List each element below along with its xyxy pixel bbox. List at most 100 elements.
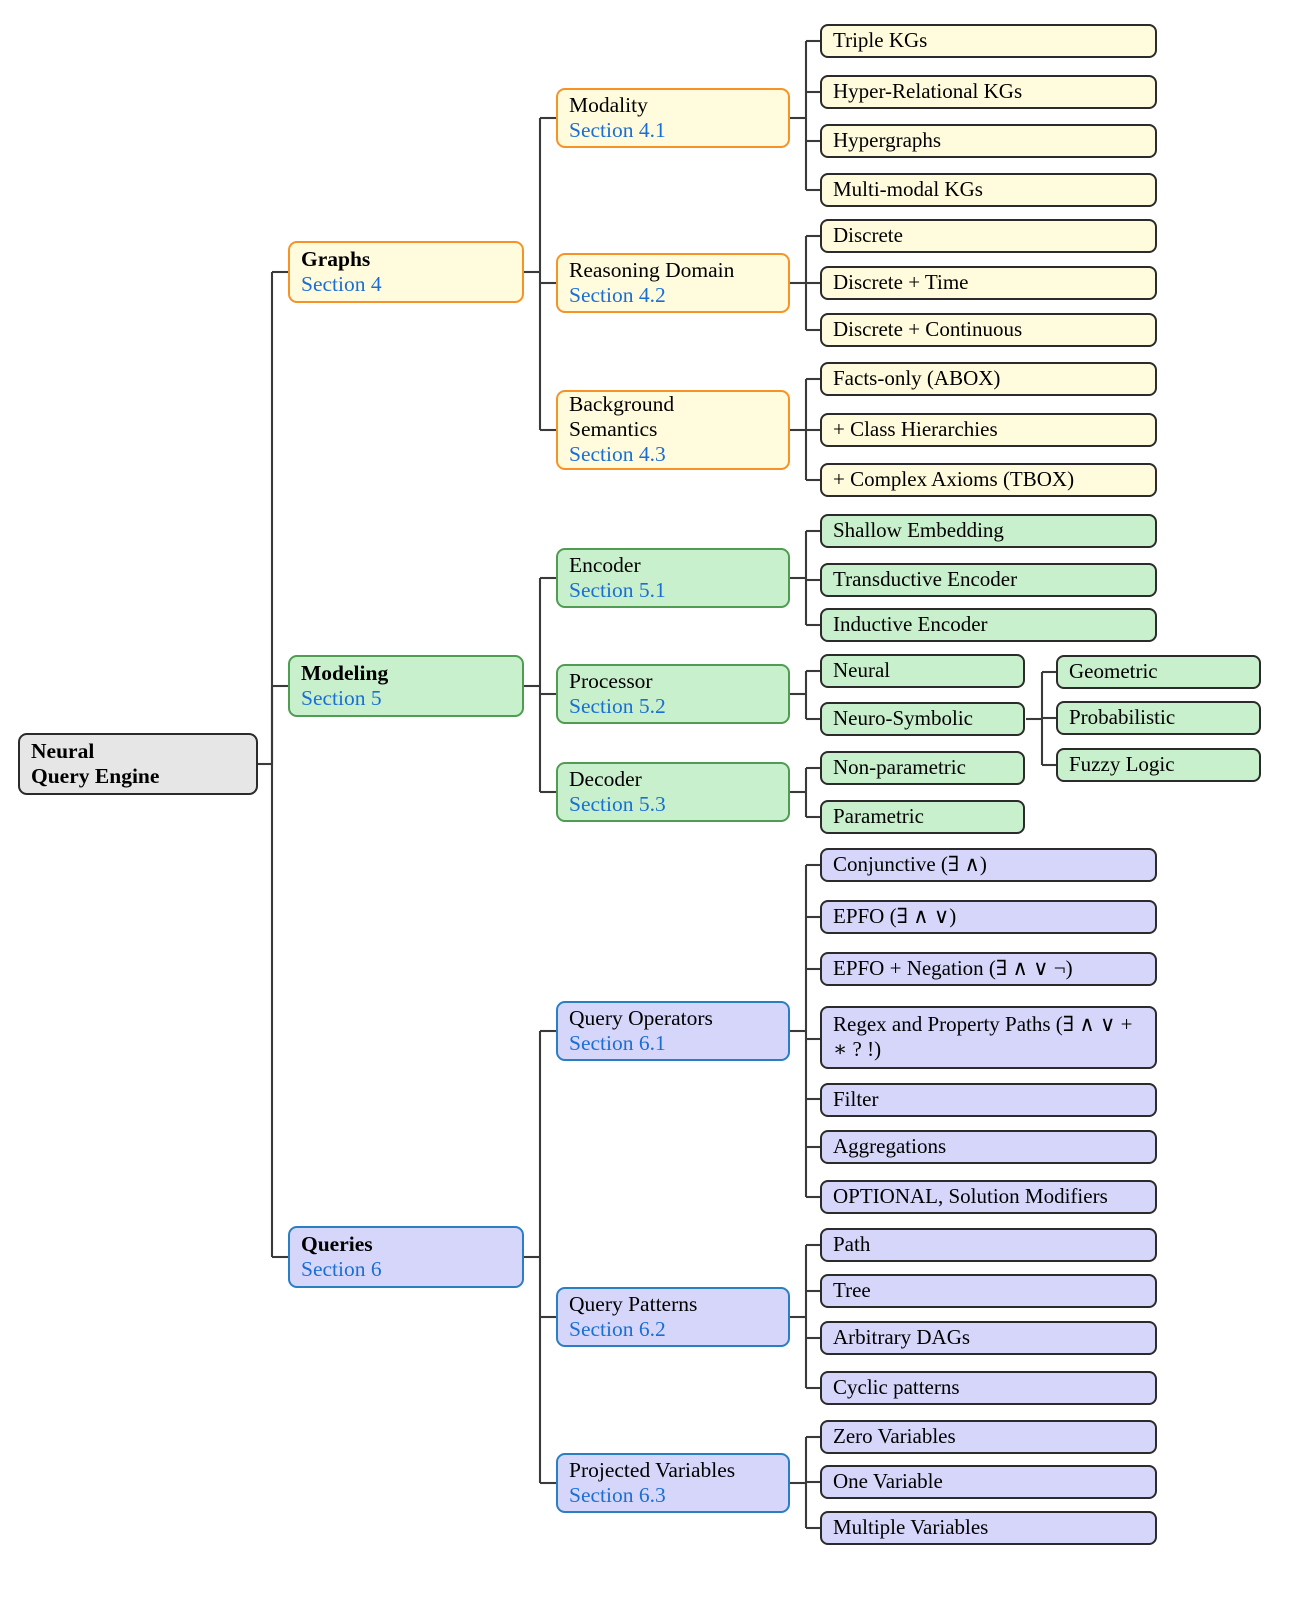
branch-node-queries[interactable]: Queries Section 6 [288, 1226, 524, 1288]
branch-section-queries: Section 6 [301, 1256, 382, 1281]
leaf-label: Discrete + Time [833, 270, 969, 295]
category-section-modality: Section 4.1 [569, 117, 666, 142]
branch-section-modeling: Section 5 [301, 685, 382, 710]
branch-label-queries: Queries [301, 1231, 373, 1256]
leaf-node-complex-axioms-tbox[interactable]: + Complex Axioms (TBOX) [820, 463, 1157, 497]
leaf-label: Neural [833, 658, 891, 683]
leaf-node-inductive-encoder[interactable]: Inductive Encoder [820, 608, 1157, 642]
category-section-decoder: Section 5.3 [569, 791, 666, 816]
leaf-node-arbitrary-dags[interactable]: Arbitrary DAGs [820, 1321, 1157, 1355]
branch-label-modeling: Modeling [301, 660, 389, 685]
category-node-projected-variables[interactable]: Projected Variables Section 6.3 [556, 1453, 790, 1513]
leaf-node-fuzzy-logic[interactable]: Fuzzy Logic [1056, 748, 1261, 782]
leaf-node-filter[interactable]: Filter [820, 1083, 1157, 1117]
category-node-query-patterns[interactable]: Query Patterns Section 6.2 [556, 1287, 790, 1347]
leaf-label: OPTIONAL, Solution Modifiers [833, 1184, 1108, 1209]
leaf-node-discrete-time[interactable]: Discrete + Time [820, 266, 1157, 300]
leaf-label: Shallow Embedding [833, 518, 1004, 543]
leaf-node-non-parametric[interactable]: Non-parametric [820, 751, 1025, 785]
leaf-node-conjunctive[interactable]: Conjunctive (∃ ∧) [820, 848, 1157, 882]
leaf-label: Discrete [833, 223, 903, 248]
branch-node-modeling[interactable]: Modeling Section 5 [288, 655, 524, 717]
leaf-node-cyclic-patterns[interactable]: Cyclic patterns [820, 1371, 1157, 1405]
leaf-label: Facts-only (ABOX) [833, 366, 1001, 391]
leaf-label: Hypergraphs [833, 128, 942, 153]
root-node-neural-query-engine[interactable]: Neural Query Engine [18, 733, 258, 795]
category-section-reasoning-domain: Section 4.2 [569, 282, 666, 307]
leaf-label: Inductive Encoder [833, 612, 988, 637]
leaf-node-neural[interactable]: Neural [820, 654, 1025, 688]
leaf-label: + Class Hierarchies [833, 417, 998, 442]
leaf-label: Hyper-Relational KGs [833, 79, 1023, 104]
leaf-label: Regex and Property Paths (∃ ∧ ∨ + ∗ ? !) [833, 1012, 1133, 1061]
category-node-decoder[interactable]: Decoder Section 5.3 [556, 762, 790, 822]
leaf-label: Multi-modal KGs [833, 177, 983, 202]
category-label-query-operators: Query Operators [569, 1005, 713, 1030]
category-label-projected-variables: Projected Variables [569, 1457, 736, 1482]
leaf-label: Neuro-Symbolic [833, 706, 973, 731]
leaf-label: EPFO (∃ ∧ ∨) [833, 904, 957, 929]
leaf-label: Aggregations [833, 1134, 947, 1159]
branch-node-graphs[interactable]: Graphs Section 4 [288, 241, 524, 303]
category-node-modality[interactable]: Modality Section 4.1 [556, 88, 790, 148]
leaf-node-multiple-variables[interactable]: Multiple Variables [820, 1511, 1157, 1545]
leaf-label: Discrete + Continuous [833, 317, 1023, 342]
leaf-node-regex-property-paths[interactable]: Regex and Property Paths (∃ ∧ ∨ + ∗ ? !) [820, 1006, 1157, 1069]
leaf-node-discrete-continuous[interactable]: Discrete + Continuous [820, 313, 1157, 347]
category-label-query-patterns: Query Patterns [569, 1291, 698, 1316]
category-label-background-semantics-line1: Background [569, 391, 675, 416]
leaf-node-hypergraphs[interactable]: Hypergraphs [820, 124, 1157, 158]
category-section-projected-variables: Section 6.3 [569, 1482, 666, 1507]
leaf-node-transductive-encoder[interactable]: Transductive Encoder [820, 563, 1157, 597]
leaf-label: Zero Variables [833, 1424, 956, 1449]
leaf-label: Multiple Variables [833, 1515, 989, 1540]
leaf-node-parametric[interactable]: Parametric [820, 800, 1025, 834]
leaf-node-multi-modal-kgs[interactable]: Multi-modal KGs [820, 173, 1157, 207]
branch-section-graphs: Section 4 [301, 271, 382, 296]
leaf-label: Triple KGs [833, 28, 928, 53]
leaf-label: Probabilistic [1069, 705, 1176, 730]
category-label-processor: Processor [569, 668, 653, 693]
leaf-node-geometric[interactable]: Geometric [1056, 655, 1261, 689]
leaf-label: Cyclic patterns [833, 1375, 960, 1400]
leaf-node-class-hierarchies[interactable]: + Class Hierarchies [820, 413, 1157, 447]
leaf-node-probabilistic[interactable]: Probabilistic [1056, 701, 1261, 735]
category-section-query-operators: Section 6.1 [569, 1030, 666, 1055]
leaf-label: + Complex Axioms (TBOX) [833, 467, 1075, 492]
leaf-node-tree[interactable]: Tree [820, 1274, 1157, 1308]
leaf-label: Arbitrary DAGs [833, 1325, 971, 1350]
leaf-node-neuro-symbolic[interactable]: Neuro-Symbolic [820, 702, 1025, 736]
leaf-label: Fuzzy Logic [1069, 752, 1175, 777]
leaf-label: Parametric [833, 804, 924, 829]
branch-label-graphs: Graphs [301, 246, 371, 271]
leaf-node-one-variable[interactable]: One Variable [820, 1465, 1157, 1499]
leaf-node-triple-kgs[interactable]: Triple KGs [820, 24, 1157, 58]
root-label-line1: Neural [31, 738, 95, 763]
category-node-reasoning-domain[interactable]: Reasoning Domain Section 4.2 [556, 253, 790, 313]
leaf-label: Conjunctive (∃ ∧) [833, 852, 987, 877]
category-label-reasoning-domain: Reasoning Domain [569, 257, 735, 282]
category-node-processor[interactable]: Processor Section 5.2 [556, 664, 790, 724]
category-label-decoder: Decoder [569, 766, 642, 791]
leaf-node-hyper-relational-kgs[interactable]: Hyper-Relational KGs [820, 75, 1157, 109]
leaf-node-facts-only-abox[interactable]: Facts-only (ABOX) [820, 362, 1157, 396]
leaf-node-shallow-embedding[interactable]: Shallow Embedding [820, 514, 1157, 548]
category-node-background-semantics[interactable]: Background Semantics Section 4.3 [556, 390, 790, 470]
leaf-label: Tree [833, 1278, 871, 1303]
leaf-node-epfo[interactable]: EPFO (∃ ∧ ∨) [820, 900, 1157, 934]
category-node-encoder[interactable]: Encoder Section 5.1 [556, 548, 790, 608]
leaf-label: EPFO + Negation (∃ ∧ ∨ ¬) [833, 956, 1073, 981]
category-label-encoder: Encoder [569, 552, 641, 577]
leaf-node-path[interactable]: Path [820, 1228, 1157, 1262]
leaf-node-optional-solution-modifiers[interactable]: OPTIONAL, Solution Modifiers [820, 1180, 1157, 1214]
leaf-label: Filter [833, 1087, 879, 1112]
category-section-encoder: Section 5.1 [569, 577, 666, 602]
category-section-query-patterns: Section 6.2 [569, 1316, 666, 1341]
leaf-label: Non-parametric [833, 755, 966, 780]
leaf-node-epfo-negation[interactable]: EPFO + Negation (∃ ∧ ∨ ¬) [820, 952, 1157, 986]
leaf-node-discrete[interactable]: Discrete [820, 219, 1157, 253]
leaf-node-zero-variables[interactable]: Zero Variables [820, 1420, 1157, 1454]
category-node-query-operators[interactable]: Query Operators Section 6.1 [556, 1001, 790, 1061]
leaf-node-aggregations[interactable]: Aggregations [820, 1130, 1157, 1164]
